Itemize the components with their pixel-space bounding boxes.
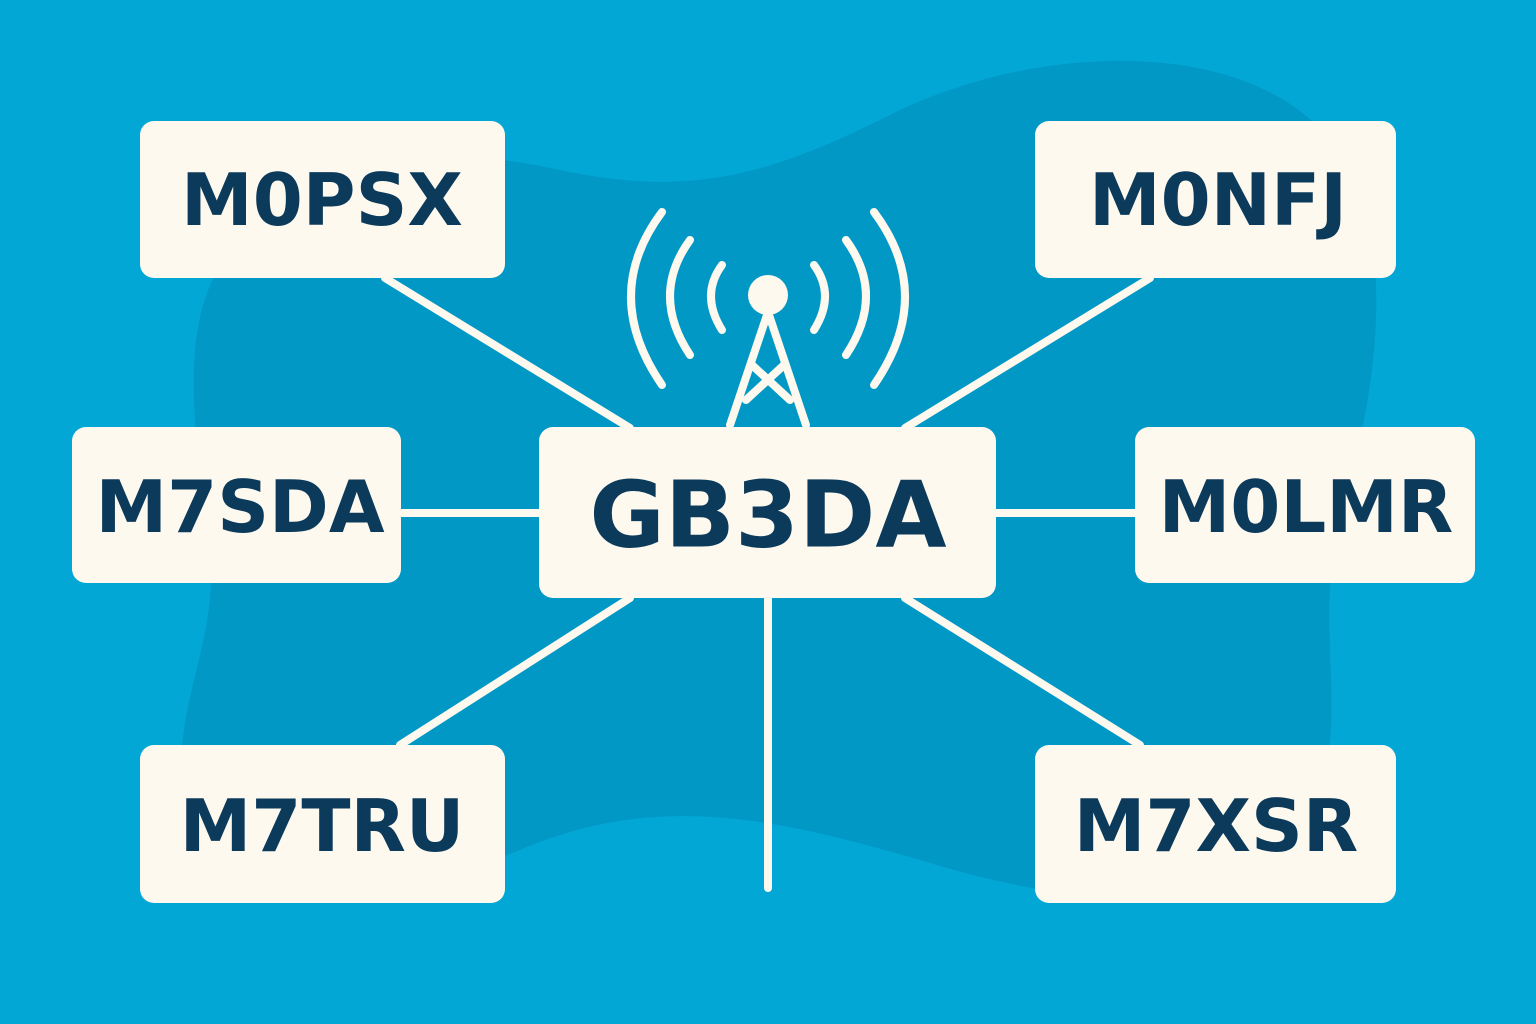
station-node: M7TRU (140, 745, 505, 903)
station-callsign: M0PSX (181, 158, 463, 242)
station-callsign: M0NFJ (1089, 158, 1347, 242)
station-callsign: M7TRU (180, 784, 465, 868)
station-node: M0LMR (1135, 427, 1475, 583)
station-node: M0NFJ (1035, 121, 1396, 278)
hub-callsign: GB3DA (589, 462, 946, 569)
radio-tower-icon (627, 208, 909, 429)
link-m0psx (381, 274, 634, 432)
station-node: M7SDA (72, 427, 401, 583)
link-m7xsr (901, 594, 1144, 749)
link-m0nfj (901, 274, 1154, 432)
station-callsign: M7XSR (1074, 784, 1359, 868)
station-callsign: M0LMR (1159, 465, 1454, 549)
hub-node: GB3DA (539, 427, 996, 598)
station-callsign: M7SDA (95, 465, 384, 549)
station-node: M0PSX (140, 121, 505, 278)
station-node: M7XSR (1035, 745, 1396, 903)
link-m7tru (396, 594, 634, 749)
connectors (381, 274, 1154, 892)
